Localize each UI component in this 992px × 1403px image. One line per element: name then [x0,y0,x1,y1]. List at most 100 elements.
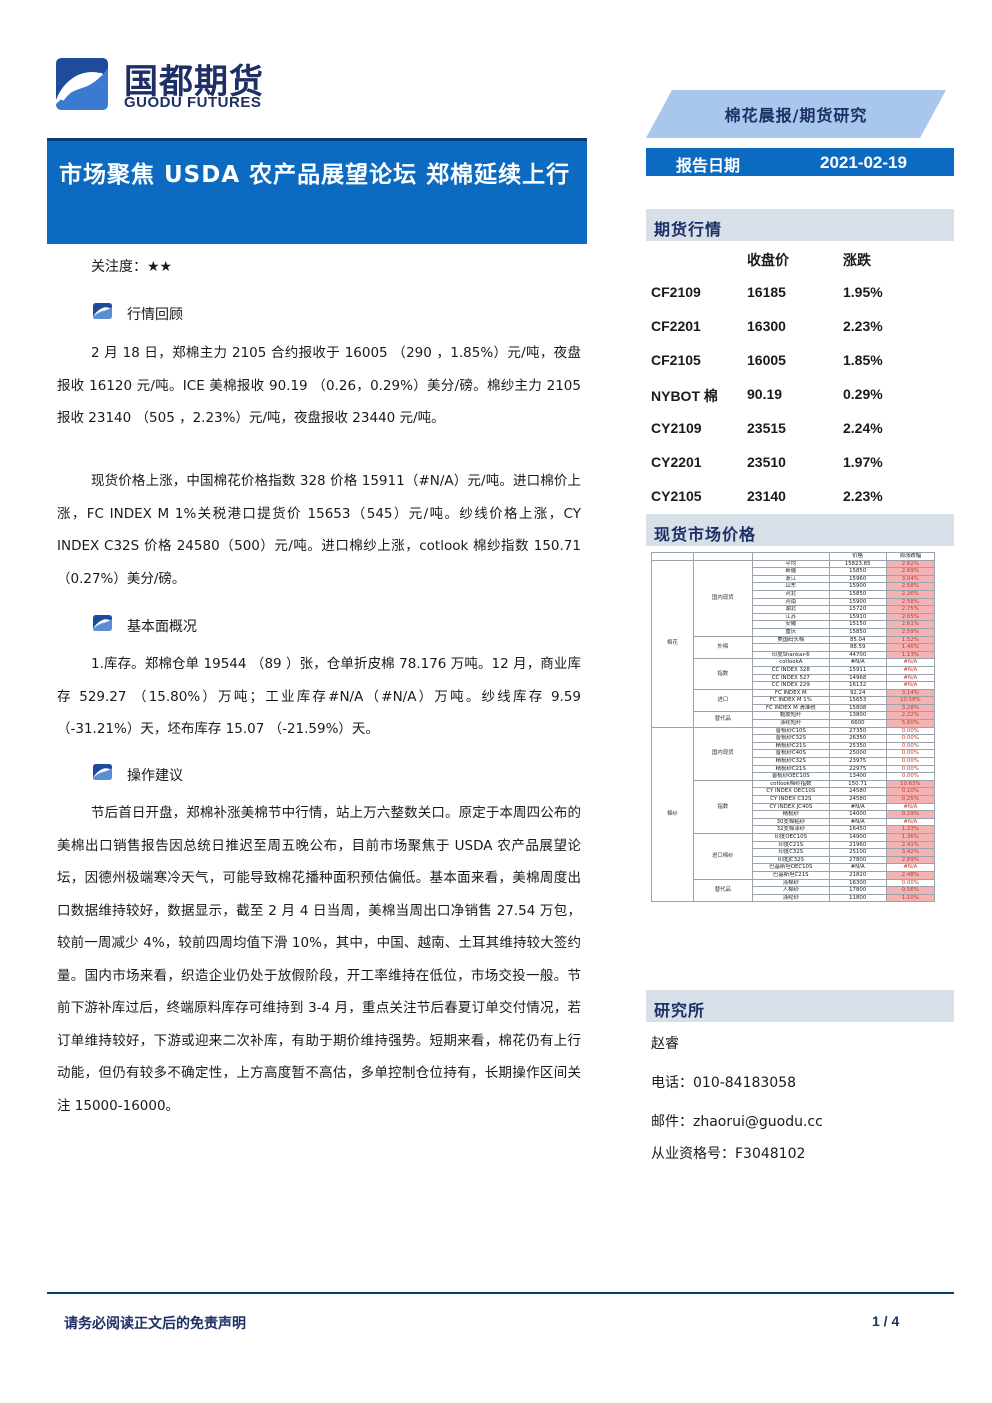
spot-price: 92.24 [828,688,887,698]
spot-price: 14000 [828,810,887,819]
analyst-name: 赵睿 [651,1036,679,1052]
spot-weekly-change: 0.00% [885,741,936,751]
spot-price: 17800 [828,886,887,895]
close-price: 16300 [747,318,786,334]
section-heading-text: 基本面概况 [127,619,197,635]
spot-item-name: CY INDEX OEC10S [751,787,830,796]
analyst-license: 从业资格号：F3048102 [651,1146,806,1162]
table-row: CY2201 23510 1.97% [651,454,951,474]
spot-subgroup-label: 外棉 [692,635,753,660]
spot-weekly-change: 3.28% [885,703,936,713]
spot-weekly-change: 2.65% [885,612,936,622]
spot-item-name: 精梳纱C32S [751,757,830,766]
spot-price: 15653 [828,696,887,705]
spot-weekly-change: #N/A [885,665,936,675]
close-price: 23515 [747,420,786,436]
price-change: 1.97% [843,454,883,470]
spot-item-name: 重庆 [751,627,830,637]
close-price: 90.19 [747,386,783,402]
spot-item-name: 美国码头棉 [751,635,830,645]
spot-weekly-change: 0.00% [885,757,936,766]
spot-item-name: FC INDEX M 滑准税 [751,703,830,713]
spot-weekly-change: #N/A [885,863,936,872]
spot-weekly-change: 1.36% [885,832,936,842]
spot-item-name: 印度OEC10S [751,832,830,842]
close-price: 23510 [747,454,786,470]
spot-item-name: 精梳纱C21S [751,764,830,774]
spot-price: 13400 [828,772,887,781]
spot-price: 15808 [828,703,887,713]
price-change: 1.95% [843,284,883,300]
spot-col-change: 周涨跌幅 [885,552,936,561]
spot-price: 15911 [828,665,887,675]
spot-weekly-change: #N/A [885,658,936,667]
spot-price: 27800 [828,855,887,865]
report-date-label: 报告日期 [676,156,741,175]
table-row: NYBOT 棉 90.19 0.29% [651,386,951,406]
spot-col-price: 价格 [828,552,887,561]
spot-item-name: CY INDEX JC40S [751,802,830,812]
spot-heading: 现货市场价格 [654,525,757,544]
attention-level: 关注度：★★ [91,259,173,275]
section-logo-icon [93,615,112,631]
spot-weekly-change: 2.59% [885,627,936,637]
spot-weekly-change: 2.26% [885,589,936,599]
spot-price: 6600 [828,719,887,728]
analyst-email: 邮件：zhaorui@guodu.cc [651,1114,823,1130]
spot-item-name: 巴基斯坦OEC10S [751,863,830,872]
spot-item-name: 黏胶短纤 [751,711,830,721]
spot-weekly-change: 2.41% [885,840,936,850]
spot-weekly-change: 2.62% [885,559,936,569]
research-heading-bar: 研究所 [646,990,954,1022]
spot-group-label: 棉纱 [651,726,694,903]
page-number: 1 / 4 [872,1313,900,1329]
table-row: CY2105 23140 2.23% [651,488,951,508]
footer-divider [47,1292,954,1294]
spot-item-name: 新疆 [751,567,830,576]
spot-item-name [751,643,830,652]
spot-price: 15910 [828,612,887,622]
section-heading-text: 操作建议 [127,768,183,784]
spot-price: 14968 [828,673,887,683]
spot-weekly-change: 1.13% [885,650,936,660]
spot-subgroup-label: 替代品 [692,878,753,903]
spot-heading-bar: 现货市场价格 [646,514,954,546]
contract-name: CY2201 [651,454,702,470]
spot-price: 15850 [828,567,887,576]
spot-item-name: FC INDEX M 1% [751,696,830,705]
footer-disclaimer-link[interactable]: 请务必阅读正文后的免责声明 [64,1316,246,1332]
report-type-banner: 棉花晨报/期货研究 [646,90,946,138]
spot-price: 23975 [828,757,887,766]
spot-subgroup-label: 指数 [692,779,753,834]
spot-price: 88.59 [828,643,887,652]
report-date-value: 2021-02-19 [820,153,907,172]
spot-price: 15900 [828,582,887,591]
spot-price: 44700 [828,650,887,660]
spot-subgroup-label: 进口 [692,688,753,713]
spot-item-name: 普梳纱C10S [751,726,830,736]
spot-weekly-change: 0.00% [885,749,936,759]
spot-price: 13800 [828,711,887,721]
spot-weekly-change: 2.22% [885,711,936,721]
spot-price: 15720 [828,605,887,614]
spot-subgroup-label: 指数 [692,658,753,690]
spot-item-name: 江苏 [751,612,830,622]
spot-price: 21960 [828,840,887,850]
market-review-paragraph-2: 现货价格上涨，中国棉花价格指数 328 价格 15911（#N/A）元/吨。进口… [57,473,581,587]
spot-weekly-change: 0.00% [885,764,936,774]
close-price: 16005 [747,352,786,368]
futures-heading: 期货行情 [654,220,723,239]
spot-item-name: 精梳纱C21S [751,741,830,751]
spot-item-name: 平均 [751,559,830,569]
spot-subgroup-label: 进口棉纱 [692,832,753,880]
table-row: CF2201 16300 2.23% [651,318,951,338]
price-change: 1.85% [843,352,883,368]
spot-item-name: CY INDEX C32S [751,795,830,804]
close-price: 23140 [747,488,786,504]
